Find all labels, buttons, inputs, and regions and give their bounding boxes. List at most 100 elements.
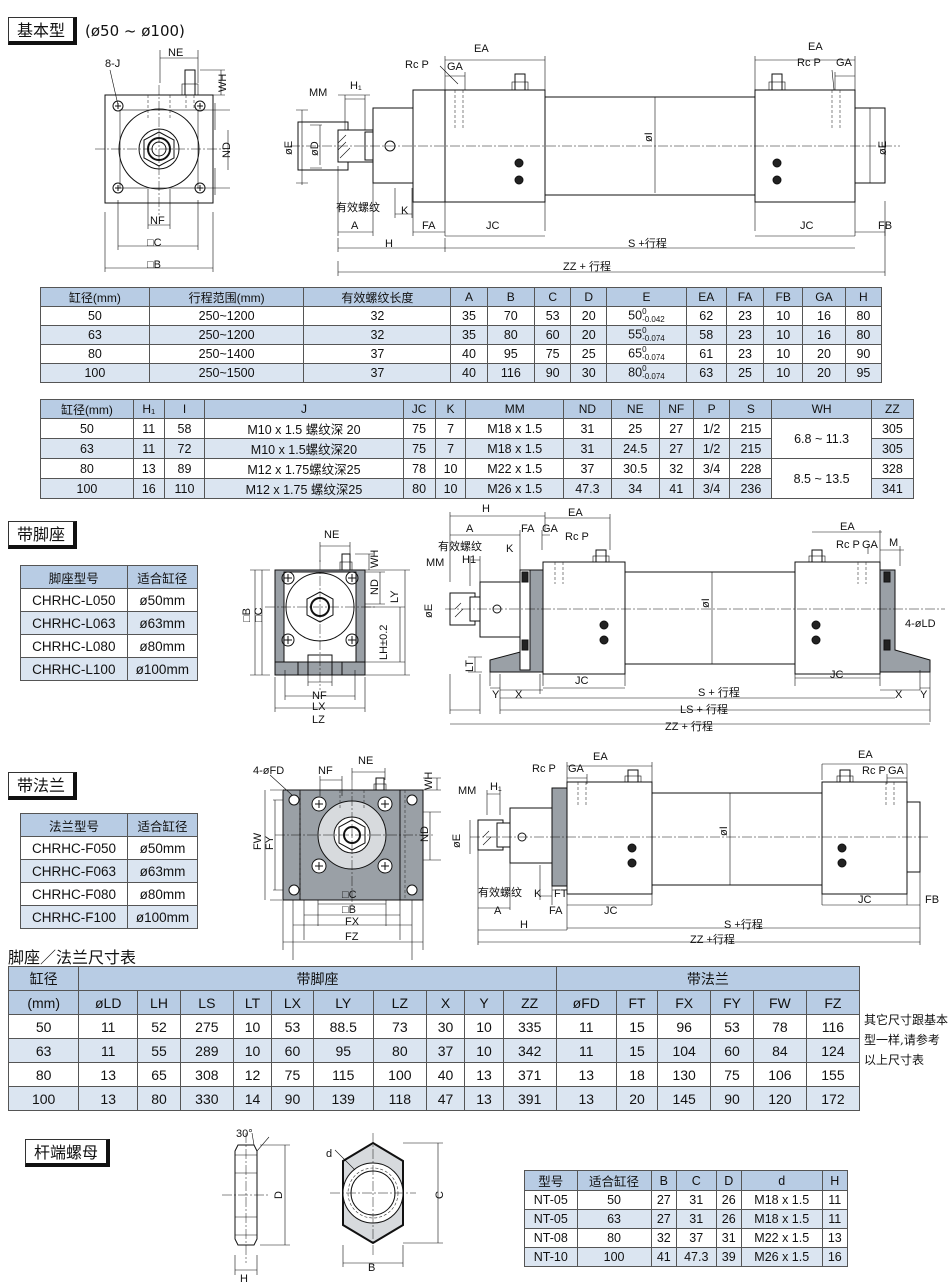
label-k: K [401, 205, 409, 217]
table-cell: 30 [425, 1014, 466, 1039]
table-cell: 23 [725, 325, 765, 345]
table-header: J [204, 399, 404, 419]
label-fy: FY [264, 835, 276, 850]
table-cell: 58 [685, 325, 727, 345]
label-lh: LH±0.2 [378, 625, 390, 660]
table-cell: 100 [40, 363, 150, 383]
table-cell: 10 [232, 1038, 273, 1063]
table-header: K [434, 399, 467, 419]
table-cell: 41 [650, 1247, 678, 1267]
label-nf: NF [150, 215, 165, 227]
table-cell: 41 [658, 478, 694, 499]
table-cell: 11 [132, 438, 165, 459]
table-header: 缸径(mm) [40, 399, 134, 419]
table-cell: 27 [658, 438, 694, 459]
table-cell: 104 [657, 1038, 712, 1063]
table-cell: 60 [534, 325, 572, 345]
table-cell: 23 [725, 306, 765, 326]
table-cell: 37 [563, 458, 612, 479]
table-header: EA [685, 287, 727, 307]
table-header: FA [725, 287, 765, 307]
tolerance-lower: -0.074 [642, 372, 665, 381]
table-cell: 37 [676, 1228, 717, 1248]
table-cell: 3/4 [692, 478, 731, 499]
table-header: LY [312, 990, 374, 1015]
table-header: D [570, 287, 608, 307]
section-flange-title: 带法兰 [8, 771, 78, 801]
table-header: ZZ [870, 399, 915, 419]
table-cell: 250~1500 [148, 363, 305, 383]
table-cell: 32 [303, 306, 452, 326]
tolerance-upper: 0 [642, 345, 647, 354]
table-header: LX [271, 990, 314, 1015]
table-cell: 88.5 [312, 1014, 374, 1039]
label-thread: 有效螺纹 [336, 200, 380, 214]
table-cell: NT-10 [524, 1247, 578, 1267]
table-cell: 90 [271, 1086, 314, 1111]
table-cell: 250~1400 [148, 344, 305, 364]
table-cell: 80 [40, 344, 150, 364]
table-cell: 16 [132, 478, 165, 499]
table-cell: 100 [576, 1247, 652, 1267]
table-cell: 50 [40, 306, 150, 326]
tolerance-lower: -0.074 [642, 334, 665, 343]
table-cell: M22 x 1.5 [740, 1228, 823, 1248]
table-cell: 16 [802, 306, 846, 326]
section-title-text: 带脚座 [8, 521, 78, 549]
label-ea: EA [593, 751, 608, 763]
table-cell: 80 [576, 1228, 652, 1248]
label-oi: øI [643, 132, 655, 142]
table-cell: 236 [729, 478, 773, 499]
table-cell: 37 [425, 1038, 466, 1063]
table-cell: NT-05 [524, 1190, 578, 1210]
section-subtitle: (ø50 ~ ø100) [85, 22, 185, 40]
table-cell: 40 [450, 344, 488, 364]
table-cell: 40 [450, 363, 488, 383]
table-header: øFD [555, 990, 617, 1015]
label-mm: MM [458, 785, 476, 797]
label-ne: NE [324, 529, 339, 541]
label-nd: ND [221, 142, 233, 158]
table-cell: 25 [725, 363, 765, 383]
table-cell: ø80mm [126, 882, 199, 906]
label-h: H [240, 1273, 248, 1285]
label-8-j: 8-J [105, 58, 120, 70]
table-cell: 215 [729, 438, 773, 459]
label-od: øD [309, 141, 321, 156]
tolerance-stack: 0-0.042 [642, 308, 665, 324]
table-cell: 75 [271, 1062, 314, 1087]
label-b: □B [241, 608, 253, 622]
table-cell: 130 [657, 1062, 712, 1087]
label-h1: H₁ [350, 80, 362, 92]
section-title-text: 基本型 [8, 17, 78, 45]
table-cell: M10 x 1.5 螺纹深 20 [204, 418, 404, 439]
table-cell: 10 [763, 344, 804, 364]
label-jc-2: JC [830, 669, 844, 681]
table-cell: 78 [402, 458, 436, 479]
table-cell: 89 [163, 458, 206, 479]
table-cell: M18 x 1.5 [740, 1190, 823, 1210]
table-cell: 145 [657, 1086, 712, 1111]
label-ea-2: EA [808, 41, 823, 53]
table-cell: M12 x 1.75螺纹深25 [204, 458, 404, 479]
table-header: B [650, 1170, 678, 1191]
label-c: □C [342, 889, 357, 901]
label-wh: WH [369, 550, 381, 568]
group-foot-header: 带脚座 [78, 966, 557, 991]
table-cell: 70 [486, 306, 536, 326]
table-cell: 60 [710, 1038, 754, 1063]
label-zz: ZZ + 行程 [563, 260, 611, 273]
table-cell: 11 [78, 1014, 139, 1039]
table-cell: 40 [425, 1062, 466, 1087]
table-cell: 18 [615, 1062, 659, 1087]
label-b: B [368, 1262, 375, 1274]
group-flange-header: 带法兰 [555, 966, 861, 991]
label-4ld: 4-øLD [905, 618, 936, 630]
table-cell: 13 [821, 1228, 849, 1248]
table-cell: 75 [534, 344, 572, 364]
